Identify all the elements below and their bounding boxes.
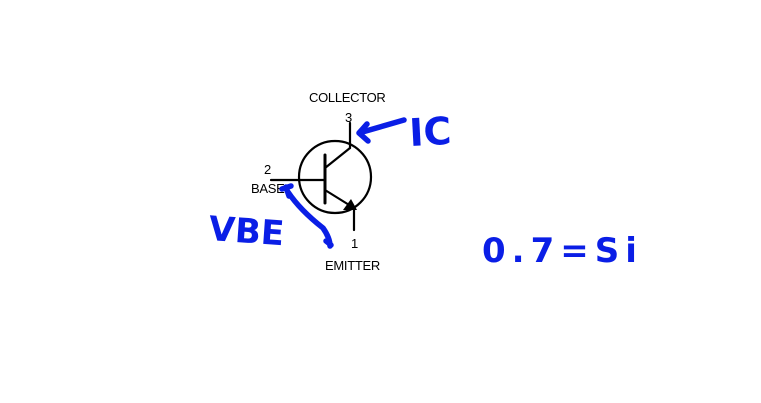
- collector-diagonal: [323, 146, 352, 170]
- vbe-tick-mark: [323, 238, 334, 248]
- base-pin-number: 2: [264, 162, 271, 177]
- handwritten-annotations: [279, 117, 407, 249]
- npn-transistor-symbol: [269, 121, 373, 232]
- emitter-label: EMITTER: [325, 258, 380, 273]
- collector-label: COLLECTOR: [309, 90, 386, 105]
- base-label: BASE: [251, 181, 285, 196]
- silicon-voltage-note: 0.7=Si: [482, 231, 643, 271]
- vbe-arrow-icon: [279, 183, 333, 249]
- transistor-envelope-circle: [297, 139, 373, 215]
- ic-arrow-icon: [356, 117, 407, 144]
- emitter-arrow-icon: [343, 199, 357, 210]
- vbe-annotation: VBE: [207, 209, 285, 254]
- collector-pin-number: 3: [345, 110, 352, 125]
- emitter-pin-number: 1: [351, 236, 358, 251]
- ic-annotation: IC: [408, 109, 452, 155]
